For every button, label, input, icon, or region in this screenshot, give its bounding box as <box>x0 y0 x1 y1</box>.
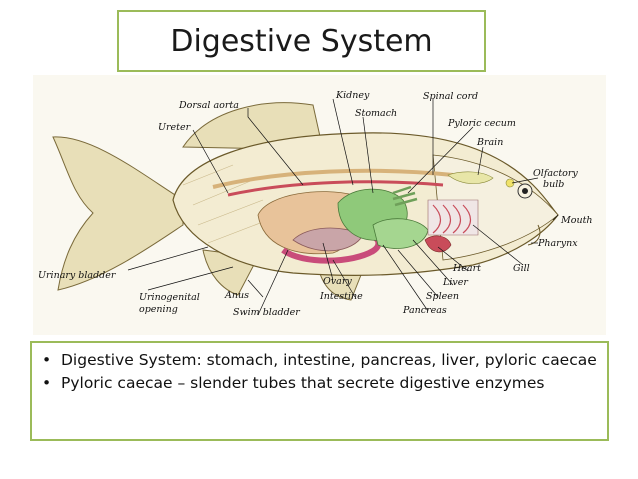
label-gill: Gill <box>513 263 530 274</box>
label-pyloric-cecum: Pyloric cecum <box>447 118 516 129</box>
label-urinary-bladder: Urinary bladder <box>38 270 117 281</box>
gill-filaments <box>432 204 472 234</box>
label-bulb: bulb <box>543 179 564 190</box>
label-spleen: Spleen <box>426 291 459 302</box>
label-brain: Brain <box>476 137 503 148</box>
bullet-marker: • <box>42 374 52 393</box>
bullet-item: • Digestive System: stomach, intestine, … <box>42 350 597 370</box>
pupil-dot <box>522 188 528 194</box>
label-spinal-cord: Spinal cord <box>423 91 478 102</box>
tail-fin <box>52 136 184 291</box>
label-kidney: Kidney <box>335 90 370 101</box>
kidney-band <box>227 180 444 197</box>
bullet-list: • Digestive System: stomach, intestine, … <box>30 341 609 441</box>
label-pancreas: Pancreas <box>402 305 447 316</box>
label-pharynx: Pharynx <box>537 238 578 249</box>
label-anus: Anus <box>224 290 249 301</box>
scales-pattern <box>182 164 269 244</box>
bullet-item: • Pyloric caecae – slender tubes that se… <box>42 373 597 393</box>
label-olfactory: Olfactory <box>533 168 578 179</box>
label-ureter: Ureter <box>158 122 192 133</box>
label-dorsal-aorta: Dorsal aorta <box>178 100 239 111</box>
leader-lines <box>127 98 559 316</box>
pyloric-cecum-shape <box>392 185 418 207</box>
label-swim-bladder: Swim bladder <box>233 307 301 318</box>
bullet-marker: • <box>42 351 52 369</box>
bullet-text: Pyloric caecae – slender tubes that secr… <box>61 374 545 393</box>
fish-anatomy-svg: Dorsal aorta Kidney Stomach Spinal cord … <box>38 90 593 318</box>
label-ovary: Ovary <box>323 276 352 287</box>
label-stomach: Stomach <box>355 108 397 119</box>
heart-shape <box>424 235 452 253</box>
label-mouth: Mouth <box>560 215 593 226</box>
label-intestine: Intestine <box>319 291 363 302</box>
label-liver: Liver <box>442 277 469 288</box>
olfactory-bulb-dot <box>505 178 515 188</box>
slide-title: Digestive System <box>117 10 486 72</box>
brain-shape <box>447 171 494 184</box>
bullet-text: Digestive System: stomach, intestine, pa… <box>61 351 597 369</box>
spinal-cord-band <box>212 168 454 189</box>
fish-anatomy-diagram: Dorsal aorta Kidney Stomach Spinal cord … <box>33 75 606 335</box>
label-opening: opening <box>139 304 178 315</box>
label-urinogenital: Urinogenital <box>139 292 200 303</box>
barbel-line <box>527 224 541 246</box>
label-heart: Heart <box>452 263 481 274</box>
gill-region <box>427 199 479 236</box>
